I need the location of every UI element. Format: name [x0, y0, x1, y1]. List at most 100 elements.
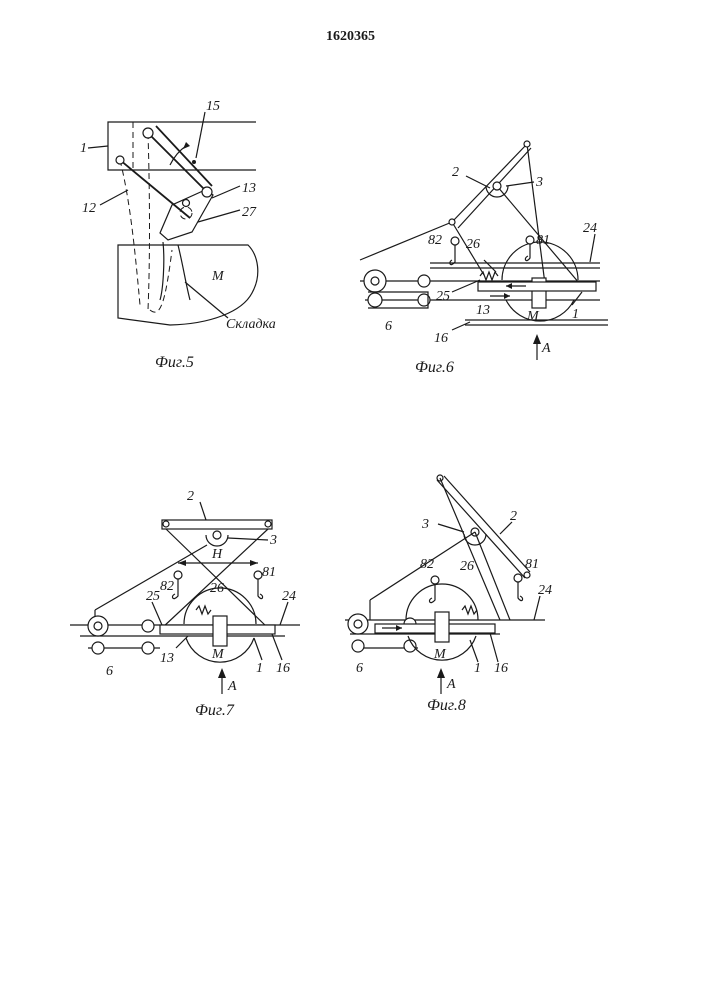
roller-mid-lower: [142, 642, 154, 654]
hook-81: [518, 582, 523, 601]
leader-25: [152, 602, 162, 625]
leader-skladka: [185, 282, 228, 318]
figure-5: 15 1 12 13 27 M Складка Фиг.5: [80, 99, 276, 371]
roller-lower: [368, 293, 382, 307]
sensor-82: [431, 576, 439, 584]
label-13: 13: [476, 303, 490, 318]
label-3: 3: [535, 175, 543, 190]
leader-24: [280, 602, 288, 625]
leader-3: [506, 182, 534, 186]
label-25: 25: [436, 289, 450, 304]
hook-82: [450, 245, 455, 265]
gripper-bar: [478, 282, 596, 291]
leader-1: [572, 292, 582, 305]
leader-24: [534, 596, 540, 620]
label-81: 81: [525, 557, 539, 572]
disc-M-hub: [213, 616, 227, 646]
spring: [480, 272, 498, 280]
pivot-3: [213, 531, 221, 539]
hook-81: [525, 244, 530, 261]
roller-main-hub: [354, 620, 362, 628]
pivot-2: [116, 156, 124, 164]
label-6: 6: [106, 664, 113, 679]
label-A: A: [446, 677, 456, 692]
sensor-82: [451, 237, 459, 245]
label-3: 3: [421, 517, 429, 532]
leader-13: [212, 186, 240, 198]
joint-right: [265, 521, 271, 527]
label-1: 1: [474, 661, 481, 676]
arm-2-a: [437, 480, 525, 578]
label-16: 16: [434, 331, 448, 346]
sensor-82: [174, 571, 182, 579]
label-24: 24: [583, 221, 597, 236]
roller-mid: [418, 275, 430, 287]
label-16: 16: [494, 661, 508, 676]
lever-arm: [148, 133, 205, 190]
pivot-3: [202, 187, 212, 197]
leader-1: [254, 638, 262, 660]
leader-2: [200, 502, 206, 520]
leader-16: [272, 634, 282, 660]
label-15: 15: [206, 99, 220, 114]
view-arrow-A-head: [437, 668, 445, 678]
label-2: 2: [187, 489, 194, 504]
hook-81: [258, 579, 263, 599]
leader-27: [198, 210, 240, 222]
roller-lower: [92, 642, 104, 654]
label-3: 3: [269, 533, 277, 548]
caption-fig-5: Фиг.5: [155, 354, 194, 371]
label-M: M: [433, 647, 447, 662]
label-6: 6: [356, 661, 363, 676]
pivot-1: [143, 128, 153, 138]
spring: [196, 606, 211, 614]
label-82: 82: [160, 579, 174, 594]
label-24: 24: [538, 583, 552, 598]
figure-6: 2 3 82 26 81 24 25 13 M 1 6 16 A Фиг.6: [360, 141, 608, 376]
label-1: 1: [80, 141, 87, 156]
figure-8: 3 2 82 26 81 24 6 M 1 16 A Фиг.8: [345, 475, 552, 714]
roller-mid: [142, 620, 154, 632]
leader-24: [590, 234, 595, 262]
label-13: 13: [160, 651, 174, 666]
label-A: A: [541, 341, 551, 356]
leader-3: [228, 538, 268, 540]
sensor-81: [254, 571, 262, 579]
swing-path-2: [120, 160, 140, 305]
label-1: 1: [256, 661, 263, 676]
label-13: 13: [242, 181, 256, 196]
frame-diag-2: [475, 532, 510, 620]
label-skladka: Складка: [226, 317, 276, 332]
view-arrow-A-head: [533, 334, 541, 344]
label-82: 82: [420, 557, 434, 572]
label-81: 81: [536, 233, 550, 248]
label-12: 12: [82, 201, 96, 216]
pivot-3: [493, 182, 501, 190]
caption-fig-8: Фиг.8: [427, 697, 466, 714]
arm-2-a: [452, 144, 527, 222]
label-H: H: [211, 547, 223, 562]
dim-H-arrow-right: [250, 560, 258, 566]
arm-2: [162, 520, 272, 529]
roller-lower: [352, 640, 364, 652]
roller-main-hub: [371, 277, 379, 285]
label-26: 26: [460, 559, 474, 574]
leader-16: [490, 633, 498, 662]
label-24: 24: [282, 589, 296, 604]
label-26: 26: [466, 237, 480, 252]
label-26: 26: [210, 581, 224, 596]
joint-bottom: [524, 572, 530, 578]
view-arrow-A-head: [218, 668, 226, 678]
disc-M-hub: [435, 612, 449, 642]
leader-26: [484, 260, 496, 272]
label-M: M: [211, 269, 225, 284]
arm-2-b: [444, 476, 530, 572]
lever-arm-edge: [156, 126, 212, 186]
label-81: 81: [262, 565, 276, 580]
label-82: 82: [428, 233, 442, 248]
hook-82: [429, 584, 435, 603]
swing-path-1: [148, 133, 150, 310]
link-12: [120, 160, 190, 218]
